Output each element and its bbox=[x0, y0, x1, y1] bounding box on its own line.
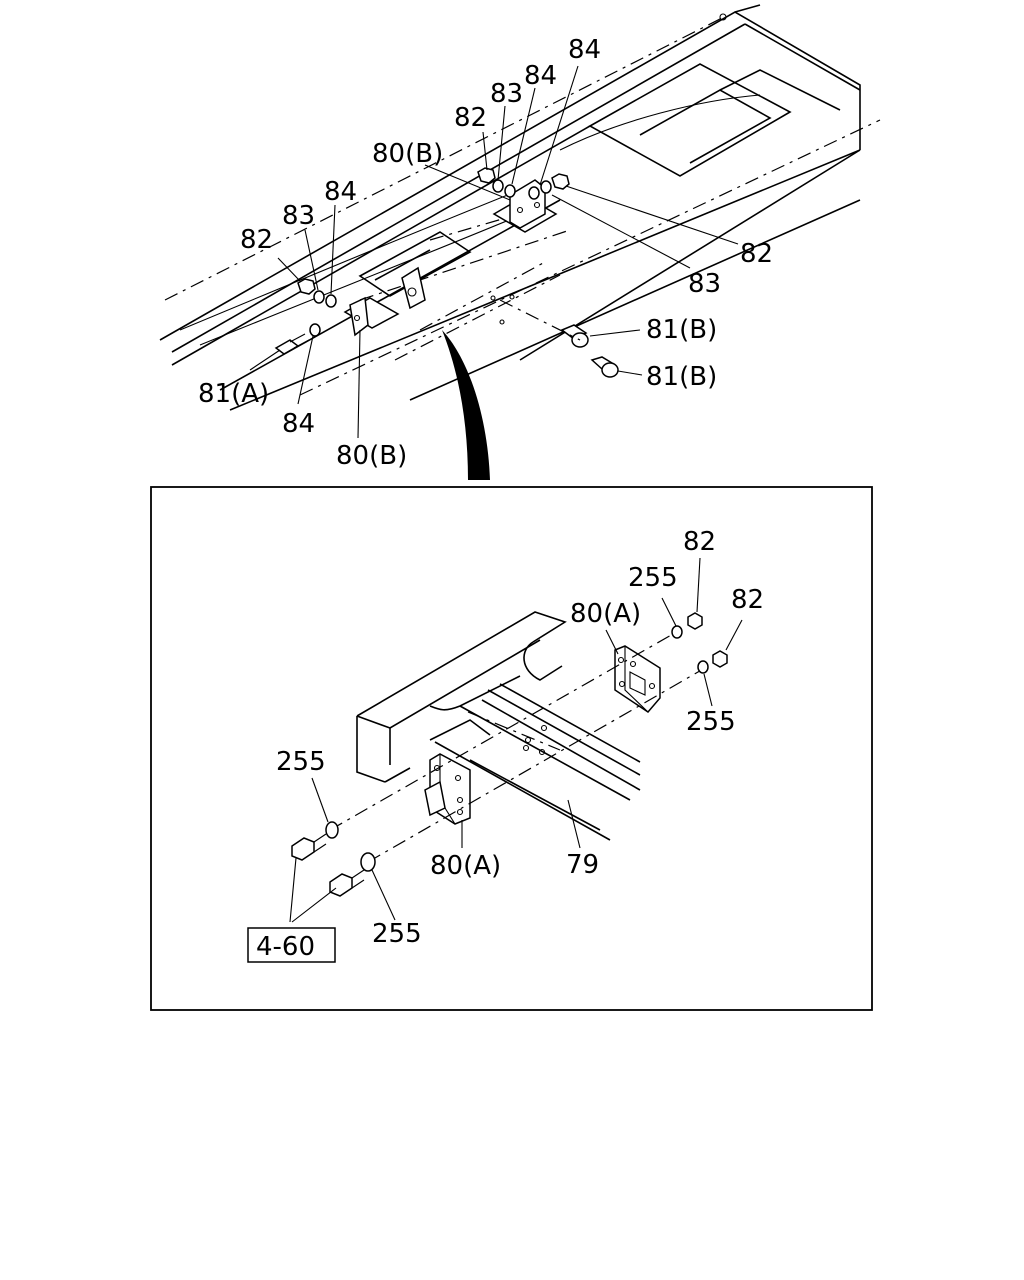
callout-80b-top: 80(B) bbox=[372, 139, 443, 169]
callout-255-left: 255 bbox=[276, 747, 326, 777]
callout-255-bottom: 255 bbox=[372, 919, 422, 949]
callout-82-detail-b: 82 bbox=[731, 585, 764, 615]
callout-255-detail-b: 255 bbox=[686, 707, 736, 737]
reference-box-label: 4-60 bbox=[256, 932, 315, 962]
callout-80a-right: 80(A) bbox=[570, 599, 641, 629]
callout-82-right: 82 bbox=[740, 239, 773, 269]
callout-84-top-2: 84 bbox=[568, 35, 601, 65]
callout-83-top: 83 bbox=[490, 79, 523, 109]
callout-82-top: 82 bbox=[454, 103, 487, 133]
callout-82-detail-a: 82 bbox=[683, 527, 716, 557]
detail-frame bbox=[150, 486, 873, 1011]
callout-255-detail-a: 255 bbox=[628, 563, 678, 593]
callout-84-left: 84 bbox=[324, 177, 357, 207]
callout-79: 79 bbox=[566, 850, 599, 880]
callout-81a: 81(A) bbox=[198, 379, 269, 409]
detail-pointer-arrow bbox=[442, 330, 490, 480]
chassis-frame-drawing bbox=[159, 4, 881, 480]
callout-84-bottom: 84 bbox=[282, 409, 315, 439]
callout-81b-1: 81(B) bbox=[646, 315, 717, 345]
detail-drawing bbox=[289, 557, 743, 923]
callout-84-top-1: 84 bbox=[524, 61, 557, 91]
callout-81b-2: 81(B) bbox=[646, 362, 717, 392]
callout-80a-left: 80(A) bbox=[430, 851, 501, 881]
callout-83-right: 83 bbox=[688, 269, 721, 299]
callout-83-left: 83 bbox=[282, 201, 315, 231]
callout-82-left: 82 bbox=[240, 225, 273, 255]
callout-80b-bottom: 80(B) bbox=[336, 441, 407, 471]
reference-box bbox=[247, 927, 336, 963]
